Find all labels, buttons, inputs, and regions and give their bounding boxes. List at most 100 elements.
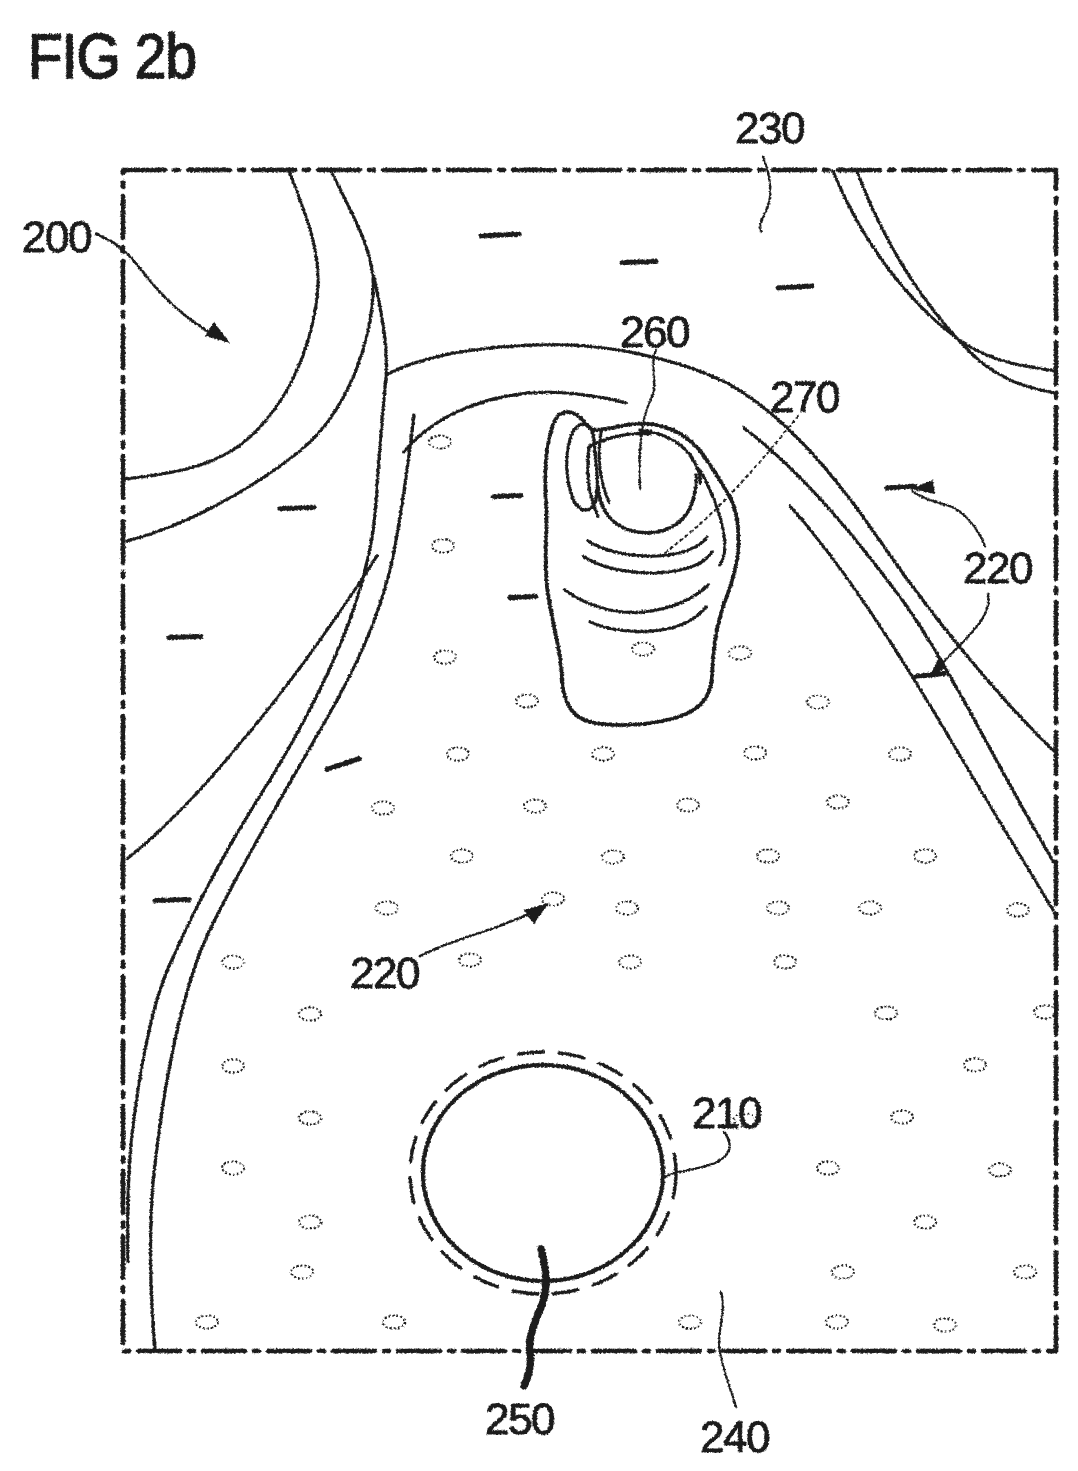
ref-label-240: 240 xyxy=(700,1413,769,1462)
cheek-band-curve-1 xyxy=(831,169,1058,373)
ref-label-260: 260 xyxy=(620,308,689,357)
tooth-outline xyxy=(543,410,741,727)
texture-dot xyxy=(601,849,625,865)
cheek-band-curve-2 xyxy=(855,169,1058,395)
texture-dot xyxy=(450,848,474,864)
texture-dot xyxy=(523,798,547,814)
texture-dot xyxy=(431,538,455,554)
arrowhead-220-right-upper xyxy=(910,480,935,494)
tooth-collar-upper xyxy=(586,535,709,558)
texture-dot xyxy=(825,1314,849,1330)
ridge-fold-curve-right xyxy=(788,504,1055,912)
texture-dot xyxy=(591,746,615,762)
texture-dot xyxy=(298,1006,322,1022)
texture-dot xyxy=(743,745,767,761)
tooth-gum-fold-2 xyxy=(588,605,708,633)
texture-dot xyxy=(888,746,912,762)
gum-fold-curve-upper-left-2 xyxy=(125,169,375,543)
texture-dot xyxy=(618,954,642,970)
texture-dot xyxy=(446,746,470,762)
texture-dot xyxy=(890,1109,914,1125)
tooth-collar-lower xyxy=(581,550,714,575)
ref-label-270: 270 xyxy=(770,373,839,422)
tooth-left-cusp xyxy=(565,422,599,512)
texture-dot xyxy=(541,891,565,907)
leader-line-220-right-upper xyxy=(910,489,987,548)
ridge-outer-edge-left xyxy=(126,275,389,1264)
tooth-cusp-ridge xyxy=(597,430,611,504)
leader-line-210 xyxy=(663,1130,731,1179)
ridge-inner-edge-left xyxy=(148,413,416,1352)
texture-dot xyxy=(733,1112,757,1128)
texture-dot xyxy=(1033,1004,1057,1020)
ref-label-200: 200 xyxy=(22,213,91,262)
leader-line-230 xyxy=(758,155,772,234)
texture-dot xyxy=(913,1214,937,1230)
texture-dash xyxy=(507,593,539,601)
gum-fold-diagonal-left xyxy=(125,554,379,861)
texture-dot xyxy=(988,1162,1012,1178)
tooth-stump-top-edge xyxy=(588,431,652,448)
leader-line-260 xyxy=(638,348,658,491)
figure-title: FIG 2b xyxy=(28,22,196,92)
texture-dot xyxy=(826,794,850,810)
texture-dot xyxy=(458,952,482,968)
ridge-inner-edge-arch-right xyxy=(742,426,1058,868)
texture-dot xyxy=(298,1110,322,1126)
texture-dot xyxy=(678,1314,702,1330)
figure-border xyxy=(120,167,1059,1354)
texture-dot xyxy=(676,797,700,813)
ref-label-220-left: 220 xyxy=(350,949,419,998)
texture-dot xyxy=(515,693,539,709)
arrowhead-200 xyxy=(205,322,230,343)
texture-dash xyxy=(324,756,362,772)
texture-dash xyxy=(478,231,522,239)
tooth-gum-fold-1 xyxy=(563,583,710,615)
texture-dot xyxy=(298,1214,322,1230)
tooth-right-cusp-line xyxy=(698,468,727,567)
texture-dash xyxy=(775,283,815,291)
leader-line-270 xyxy=(660,415,799,557)
tooth-stump-left-edge xyxy=(586,445,600,518)
texture-dot xyxy=(221,1160,245,1176)
texture-dot xyxy=(806,694,830,710)
texture-dot xyxy=(221,1058,245,1074)
texture-dot xyxy=(1006,902,1030,918)
texture-dot xyxy=(963,1057,987,1073)
texture-dash xyxy=(152,896,192,904)
texture-dot xyxy=(221,954,245,970)
texture-dot xyxy=(858,900,882,916)
texture-dot xyxy=(728,645,752,661)
arrowhead-220-left xyxy=(524,903,549,924)
texture-dot xyxy=(816,1160,840,1176)
texture-dot xyxy=(615,900,639,916)
tooth-stump-bowl xyxy=(596,473,699,535)
texture-dot xyxy=(428,434,452,450)
gum-fold-curve-upper-left-1 xyxy=(124,169,320,481)
ref-label-250: 250 xyxy=(485,1395,554,1444)
leader-line-240 xyxy=(718,1290,738,1409)
texture-dot xyxy=(290,1264,314,1280)
texture-dot xyxy=(831,1264,855,1280)
texture-dash xyxy=(490,492,526,500)
texture-dot xyxy=(773,954,797,970)
texture-dot xyxy=(375,900,399,916)
tissue-dash-marks xyxy=(152,231,947,904)
ref-label-230: 230 xyxy=(735,104,804,153)
ridge-outer-edge-arch xyxy=(384,343,1058,755)
leader-line-220-left xyxy=(418,905,546,958)
texture-dot xyxy=(756,848,780,864)
texture-dot xyxy=(766,900,790,916)
texture-dot xyxy=(933,1317,957,1333)
tooth-illustration xyxy=(543,410,741,727)
leader-line-200 xyxy=(94,232,214,336)
texture-dash xyxy=(913,671,947,679)
texture-dot xyxy=(913,848,937,864)
ref-label-220-right: 220 xyxy=(963,544,1032,593)
texture-dot xyxy=(631,641,655,657)
texture-dot xyxy=(195,1314,219,1330)
texture-dash xyxy=(166,633,204,641)
texture-dot xyxy=(1013,1264,1037,1280)
